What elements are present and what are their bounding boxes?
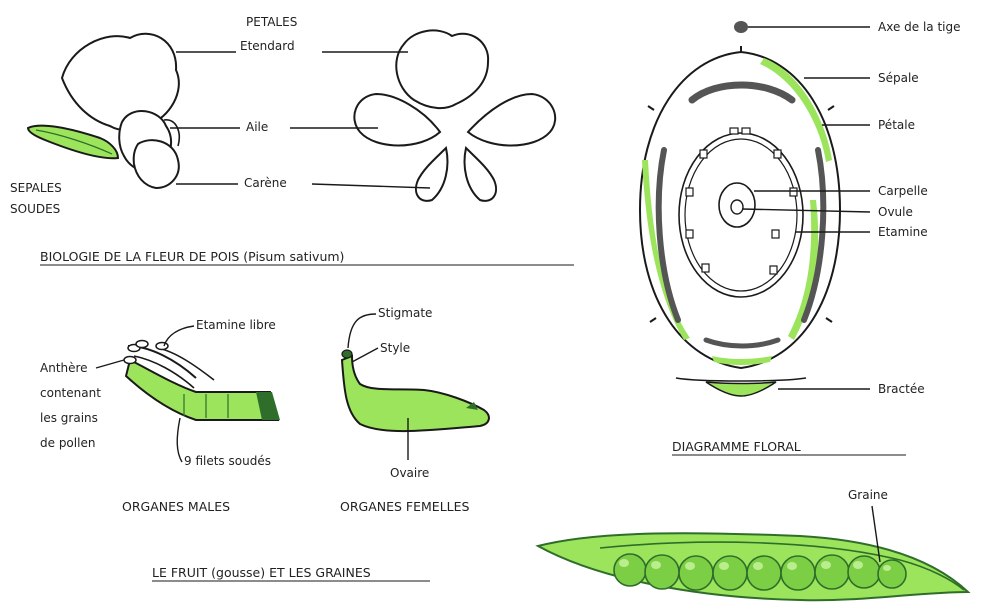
pea-seed (848, 556, 880, 588)
stem-axis-dot (734, 21, 748, 33)
label-carpelle: Carpelle (878, 184, 928, 198)
label-ovaire: Ovaire (390, 466, 429, 480)
label-sepales: SEPALES (10, 181, 62, 195)
diagram-section-title: DIAGRAMME FLORAL (672, 439, 801, 454)
label-bractee: Bractée (878, 382, 925, 396)
male-organs-drawing (124, 341, 280, 421)
pea-seed (878, 560, 906, 588)
label-anthere-3: les grains (40, 411, 98, 425)
floral-diagram (640, 21, 840, 396)
pea-seed (815, 555, 849, 589)
flower-exploded-view (354, 30, 555, 200)
label-sepale: Sépale (878, 71, 919, 85)
label-anthere-4: de pollen (40, 436, 95, 450)
label-graine: Graine (848, 488, 888, 502)
pea-seed (713, 556, 747, 590)
pea-seed (679, 556, 713, 590)
keel-petal-right-drawing (465, 148, 497, 201)
label-stigmate: Stigmate (378, 306, 432, 320)
label-style: Style (380, 341, 410, 355)
wing-petal-right-drawing (468, 94, 555, 146)
ovule-drawing (731, 200, 743, 214)
keel-petal-side-drawing (134, 140, 179, 188)
standard-petal-flat-drawing (396, 30, 488, 108)
label-ovule: Ovule (878, 205, 913, 219)
label-anthere-1: Anthère (40, 361, 88, 375)
label-soudes: SOUDES (10, 202, 60, 216)
label-etamine-libre: Etamine libre (196, 318, 276, 332)
label-petales: PETALES (246, 15, 297, 29)
label-anthere-2: contenant (40, 386, 101, 400)
fruit-section-title: LE FRUIT (gousse) ET LES GRAINES (152, 565, 371, 580)
label-filets: 9 filets soudés (184, 454, 271, 468)
label-etamine: Etamine (878, 225, 928, 239)
female-section-title: ORGANES FEMELLES (340, 499, 470, 514)
male-section-title: ORGANES MALES (122, 499, 230, 514)
pea-seed (781, 556, 815, 590)
flower-section-title: BIOLOGIE DE LA FLEUR DE POIS (Pisum sati… (40, 249, 344, 264)
label-carene: Carène (244, 176, 287, 190)
label-petale: Pétale (878, 118, 915, 132)
pea-pod-drawing (538, 533, 968, 600)
standard-petal-side-drawing (62, 34, 179, 131)
female-organs-drawing (342, 350, 489, 431)
bract-drawing (706, 382, 776, 396)
pea-seed (747, 556, 781, 590)
pea-seed (614, 554, 646, 586)
label-aile: Aile (246, 120, 268, 134)
flower-side-view (28, 34, 179, 188)
keel-petal-left-drawing (416, 148, 448, 201)
label-etendard: Etendard (240, 39, 295, 53)
pea-seed (645, 555, 679, 589)
label-axe: Axe de la tige (878, 20, 961, 34)
